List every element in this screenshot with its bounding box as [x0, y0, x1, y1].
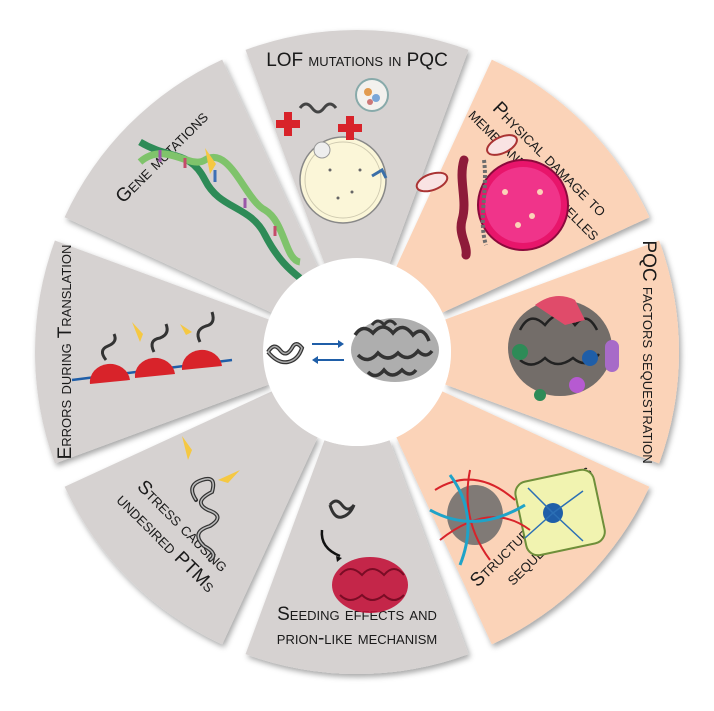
- organelle-damage-icon: [415, 134, 569, 260]
- segment-label-lof: LOF mutations in PQC: [266, 50, 448, 71]
- cytoskeleton-cell-icon: [429, 468, 606, 566]
- segment-label-seeding: Seeding effects and prion-like mechanism: [277, 604, 437, 649]
- ribosome-translation-icon: [71, 311, 233, 384]
- segment-label-translation: Errors during Translation: [55, 245, 76, 460]
- pqc-machinery-icon: [276, 78, 389, 224]
- dna-helix-icon: [137, 138, 303, 281]
- equilibrium-arrows: [312, 340, 344, 364]
- pqc-factors-aggregate-icon: [508, 296, 619, 401]
- segment-seeding: [245, 440, 469, 674]
- seeding-aggregate-icon: [320, 499, 408, 613]
- small-unfolded-protein: [266, 342, 305, 365]
- center-hub: [263, 258, 451, 446]
- segment-label-line: PQC factors sequestration: [638, 240, 659, 463]
- segment-label-line: LOF mutations in PQC: [266, 50, 448, 71]
- segment-label-line: Seeding effects and: [277, 604, 437, 625]
- segment-label-pqc-seq: PQC factors sequestration: [638, 240, 659, 463]
- segment-label-line: prion-like mechanism: [277, 628, 437, 649]
- segment-translation: [34, 240, 269, 464]
- stress-protein-icon: [182, 436, 240, 562]
- protein-aggregate: [351, 318, 439, 382]
- segment-gene: [64, 59, 318, 313]
- segment-stress: [64, 391, 318, 645]
- segment-label-line: Errors during Translation: [55, 245, 76, 460]
